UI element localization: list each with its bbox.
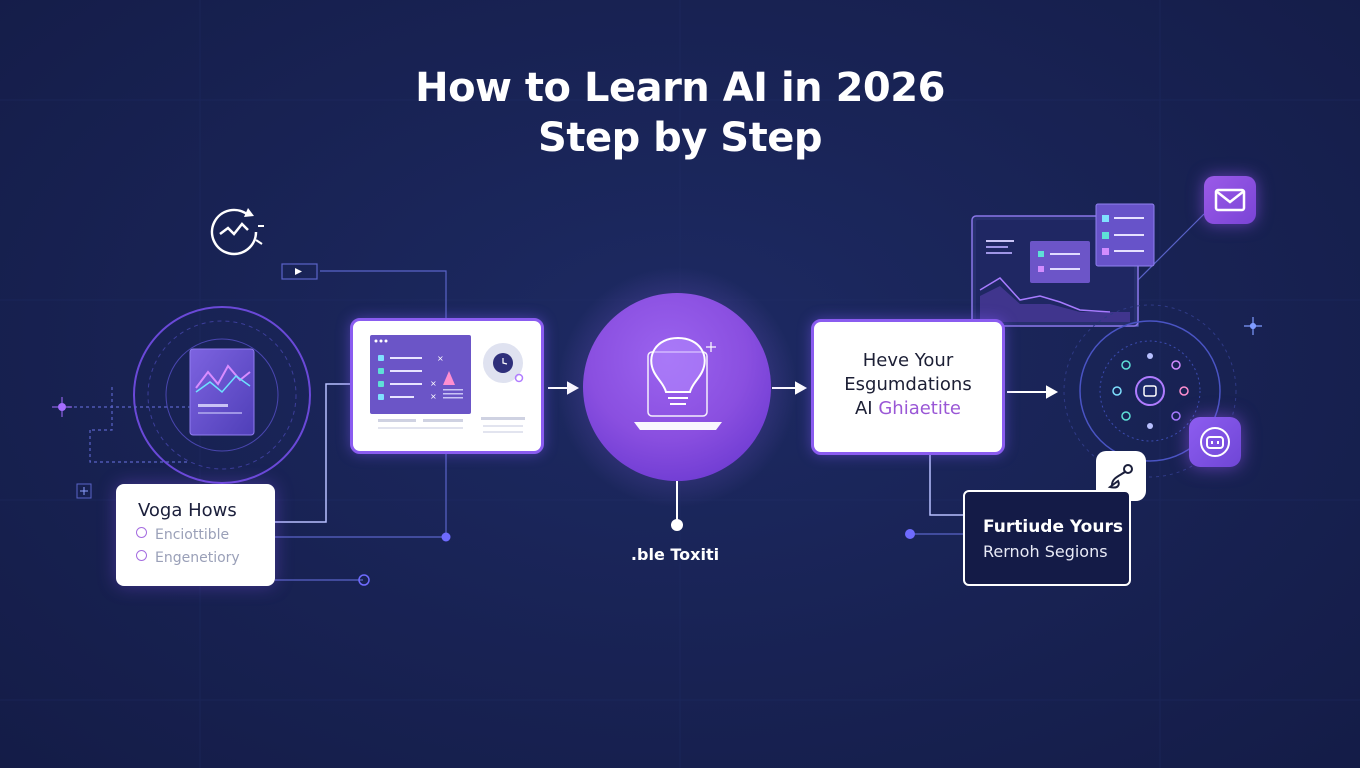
connector-node bbox=[358, 574, 370, 586]
trend-clock-icon bbox=[210, 208, 264, 256]
plus-icon bbox=[76, 483, 92, 499]
hub-stem-node bbox=[671, 519, 683, 531]
sparkle-icon bbox=[1244, 317, 1262, 335]
left-orbit-rings bbox=[133, 306, 311, 484]
step-panel-line: Heve Your bbox=[862, 350, 954, 371]
dashboard-window bbox=[971, 203, 1155, 327]
tool-glyph bbox=[1107, 464, 1133, 489]
step-panel-line: AI Ghiaetite bbox=[814, 398, 1002, 419]
step-card-subtitle: Rernoh Segions bbox=[983, 542, 1108, 561]
svg-text:×: × bbox=[430, 379, 437, 388]
step-panel-text: Heve Your Esgumdations AI Ghiaetite bbox=[811, 319, 1005, 455]
connector-node bbox=[905, 529, 915, 539]
svg-text:×: × bbox=[437, 354, 444, 363]
step-card-title: Furtiude Yours bbox=[983, 517, 1123, 537]
step-card-item-label: Engenetiory bbox=[155, 550, 240, 566]
step-card-right: Furtiude Yours Rernoh Segions bbox=[963, 490, 1131, 586]
step-card-item: Enciottible bbox=[136, 527, 229, 543]
bullet-icon bbox=[136, 550, 147, 561]
step-panel-line-accent: Ghiaetite bbox=[878, 398, 961, 419]
bot-icon bbox=[1189, 417, 1241, 467]
step-card-item-label: Enciottible bbox=[155, 527, 230, 543]
right-orbit-rings bbox=[1063, 304, 1237, 478]
left-connectors bbox=[62, 270, 447, 581]
step-panel-app-mockup: × × × bbox=[350, 318, 544, 454]
step-panel-line-prefix: AI bbox=[854, 398, 873, 419]
play-icon bbox=[281, 263, 318, 280]
page-subtitle: Step by Step bbox=[538, 115, 822, 161]
page-title: How to Learn AI in 2026 bbox=[415, 65, 945, 111]
step-panel-line: Esgumdations bbox=[844, 374, 972, 395]
connector-node bbox=[441, 532, 451, 542]
svg-text:×: × bbox=[430, 392, 437, 401]
bot-glyph bbox=[1200, 427, 1230, 457]
app-mockup-illustration: × × × bbox=[370, 335, 525, 433]
bullet-icon bbox=[136, 527, 147, 538]
mail-icon bbox=[1204, 176, 1256, 224]
step-card-item: Engenetiory bbox=[136, 550, 240, 566]
step-card-title: Voga Hows bbox=[138, 500, 237, 521]
mail-glyph bbox=[1214, 188, 1246, 212]
sparkle-icon bbox=[52, 397, 72, 417]
hub-caption: .ble Toxiti bbox=[630, 545, 720, 564]
step-card-left: Voga Hows Enciottible Engenetiory bbox=[116, 484, 275, 586]
